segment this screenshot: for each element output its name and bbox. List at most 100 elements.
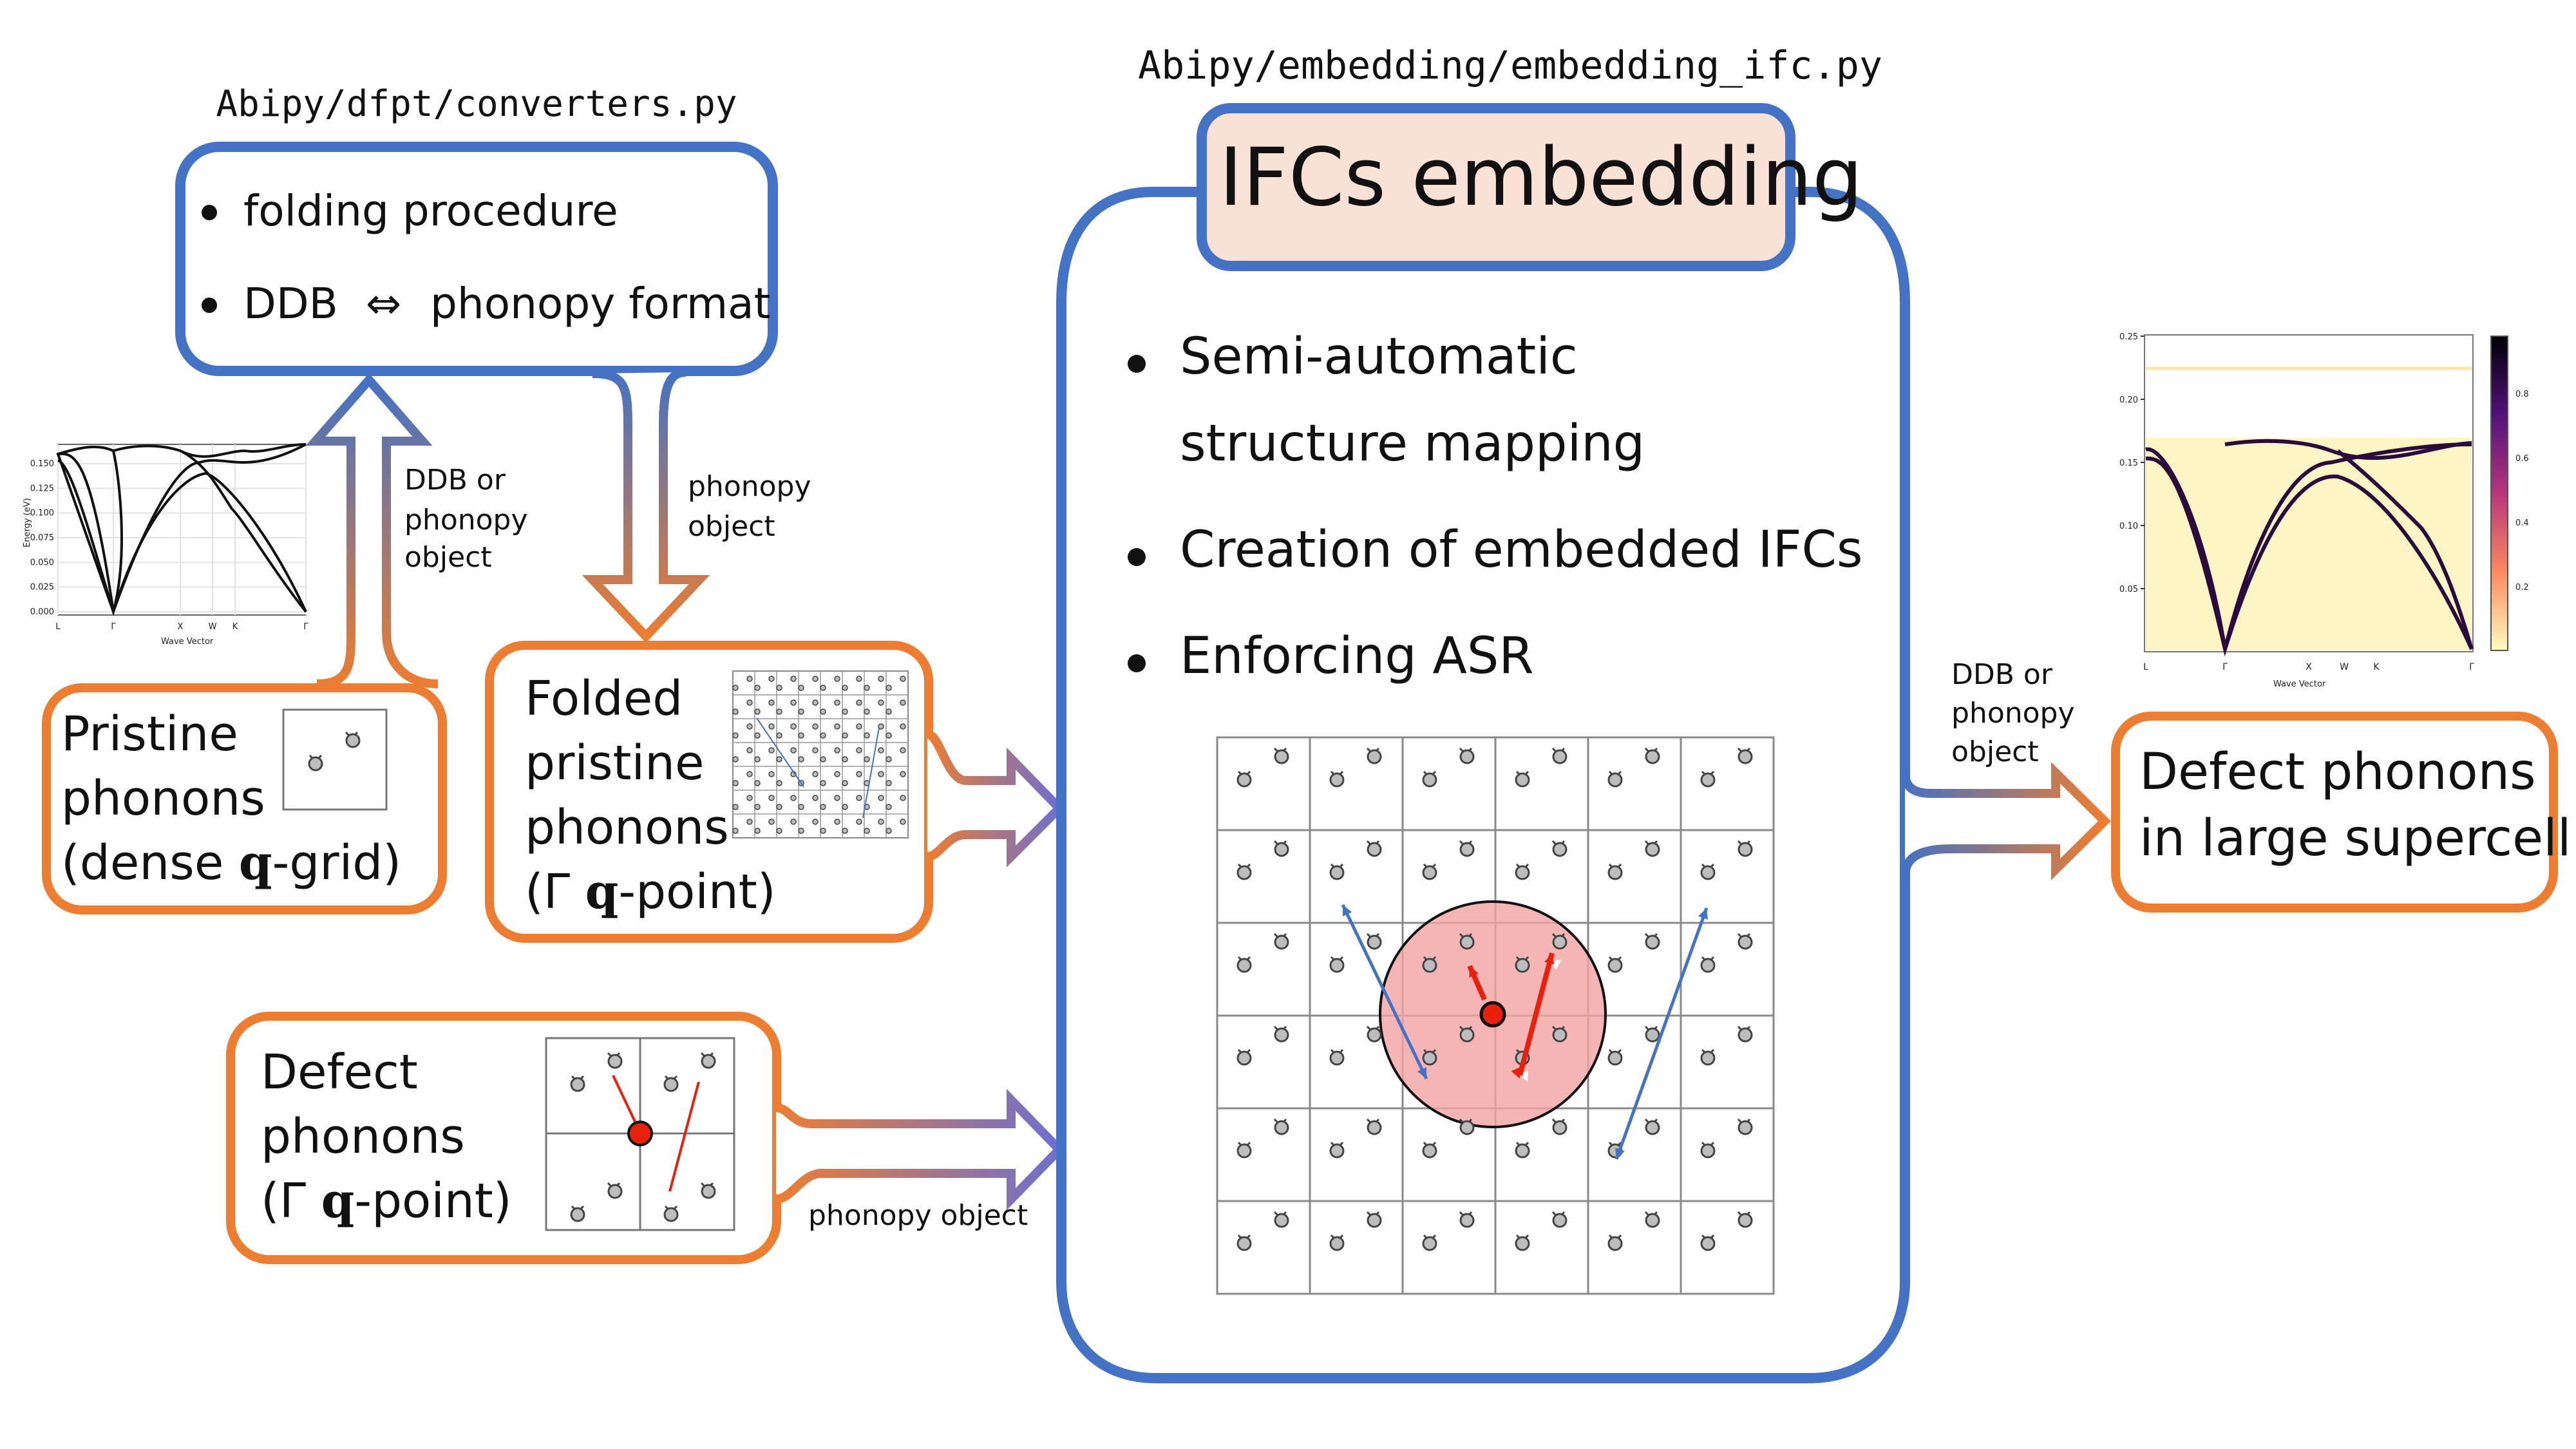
arrow-label-phonopy-2: phonopy xyxy=(688,470,811,503)
y-tick-label: 0.000 xyxy=(30,607,54,617)
defect-phonons-supercell-box: Defect phonons in large supercell xyxy=(2111,712,2571,913)
defect-title-line1: Defect xyxy=(261,1045,418,1100)
pristine-title-line3: (dense q-grid) xyxy=(61,835,401,891)
bullet-dot xyxy=(202,298,217,313)
x-axis-label: Wave Vector xyxy=(161,637,214,647)
y-tick-label: 0.150 xyxy=(30,459,54,469)
unit-cell xyxy=(1587,1200,1682,1295)
y-tick-label: 0.125 xyxy=(30,484,54,493)
x-tick-label: X xyxy=(2306,662,2312,672)
embedding-bullet-ifcs: Creation of embedded IFCs xyxy=(1180,521,1863,579)
unit-cell xyxy=(1401,1200,1497,1295)
x-tick-label: Γ xyxy=(111,622,116,632)
unit-cell xyxy=(1680,1107,1775,1202)
output-title-line2: in large supercell xyxy=(2139,810,2571,867)
y-tick-label: 0.025 xyxy=(30,583,54,592)
band-lines xyxy=(2145,439,2474,657)
embedding-bullet-mapping-2: structure mapping xyxy=(1180,415,1645,473)
x-tick-label: Γ xyxy=(303,622,308,632)
output-title-line1: Defect phonons xyxy=(2139,743,2536,801)
y-tick-label: 0.05 xyxy=(2119,585,2138,594)
unit-cell xyxy=(1587,829,1682,924)
band-line xyxy=(2145,442,2472,650)
folded-supercell-inset xyxy=(732,670,909,838)
arrow-label-ddb-or: DDB or xyxy=(404,464,506,497)
x-tick-label: Γ xyxy=(2469,662,2474,672)
arrow-label-defect-phonopy-object: phonopy object xyxy=(808,1199,1028,1232)
x-tick-label: L xyxy=(2143,662,2148,672)
y-tick-label: 0.10 xyxy=(2119,522,2138,531)
band-line xyxy=(113,443,307,458)
unit-cell xyxy=(1216,829,1311,924)
band-line xyxy=(56,445,123,616)
bullet-dot xyxy=(1128,654,1146,672)
y-tick-label: 0.050 xyxy=(30,558,54,567)
unit-cell xyxy=(1216,1107,1311,1202)
pristine-title-line2: phonons xyxy=(61,771,265,826)
unit-cell xyxy=(1216,1014,1311,1110)
arrow-label-phonopy-3: phonopy xyxy=(1951,697,2075,730)
arrow-converters-to-folded xyxy=(582,368,710,643)
folded-title-line1: Folded xyxy=(525,671,683,726)
defect-title-line2: phonons xyxy=(261,1109,465,1164)
colorbar-tick-label: 0.2 xyxy=(2515,583,2529,592)
embedding-bullet-mapping-1: Semi-automatic xyxy=(1180,328,1578,386)
converters-bullet-ddb: DDB xyxy=(243,279,338,328)
arrow-defect-to-embedding xyxy=(775,1088,1066,1211)
arrow-label-object-3: object xyxy=(1951,735,2039,768)
unit-cell xyxy=(1401,736,1497,831)
folded-title-line4: (Γ q-point) xyxy=(525,864,776,920)
folded-title-line3: phonons xyxy=(525,800,729,855)
arrow-label-phonopy: phonopy xyxy=(404,504,528,536)
band-line xyxy=(57,452,307,612)
embedded-supercell-diagram xyxy=(1216,736,1775,1295)
embedding-path-label: Abipy/embedding/embedding_ifc.py xyxy=(1138,43,1882,88)
unit-cell xyxy=(1680,1014,1775,1110)
unit-cell xyxy=(1309,736,1404,831)
converters-bullet-folding: folding procedure xyxy=(243,186,618,236)
unit-cell xyxy=(1309,829,1404,924)
colorbar-tick-label: 0.4 xyxy=(2515,518,2529,528)
embedding-title-box xyxy=(1197,103,1795,271)
unit-cell xyxy=(1216,922,1311,1017)
arrow-label-object-2: object xyxy=(688,510,775,543)
unit-cell xyxy=(1680,736,1775,831)
y-tick-label: 0.100 xyxy=(30,509,54,518)
band-line xyxy=(57,443,307,616)
pristine-title-line1: Pristine xyxy=(61,706,238,762)
x-tick-label: W xyxy=(2340,662,2349,672)
defect-atom xyxy=(627,1121,653,1146)
band-line xyxy=(2224,439,2472,460)
embedding-bullet-asr: Enforcing ASR xyxy=(1180,627,1534,685)
x-tick-label: X xyxy=(178,622,184,632)
converters-path-label: Abipy/dfpt/converters.py xyxy=(216,83,737,125)
converters-box: folding procedure DDB ⇔ phonopy format xyxy=(175,142,778,376)
unit-cell xyxy=(1587,736,1682,831)
defect-title-line3: (Γ q-point) xyxy=(261,1173,512,1229)
unit-cell xyxy=(1680,829,1775,924)
x-tick-label: K xyxy=(2373,662,2380,672)
colorbar xyxy=(2490,336,2508,651)
colorbar-tick-label: 0.6 xyxy=(2515,454,2529,464)
defect-phonons-box: Defect phonons (Γ q-point) xyxy=(226,1012,781,1264)
embedding-box: IFCs embedding Semi-automatic structure … xyxy=(1056,103,1910,1383)
arrow-label-ddb-or-2: DDB or xyxy=(1951,658,2053,691)
unit-cell xyxy=(1309,1107,1404,1202)
x-tick-label: L xyxy=(55,622,61,632)
unit-cell xyxy=(1680,1200,1775,1295)
unit-cell xyxy=(1216,736,1311,831)
converters-bullet-phonopy-format: phonopy format xyxy=(430,279,770,328)
x-tick-label: K xyxy=(232,622,238,632)
embedding-title: IFCs embedding xyxy=(1219,131,1863,224)
unit-cell xyxy=(1309,1200,1404,1295)
double-arrow-symbol: ⇔ xyxy=(366,279,401,328)
x-tick-label: Γ xyxy=(2222,662,2228,672)
pristine-unit-cell-inset xyxy=(282,708,388,811)
defect-atom xyxy=(1479,1001,1506,1028)
y-axis-label: Energy (eV) xyxy=(23,498,32,547)
bullet-dot xyxy=(1128,548,1146,566)
folded-title-line2: pristine xyxy=(525,735,705,791)
unit-cell xyxy=(1216,1200,1311,1295)
